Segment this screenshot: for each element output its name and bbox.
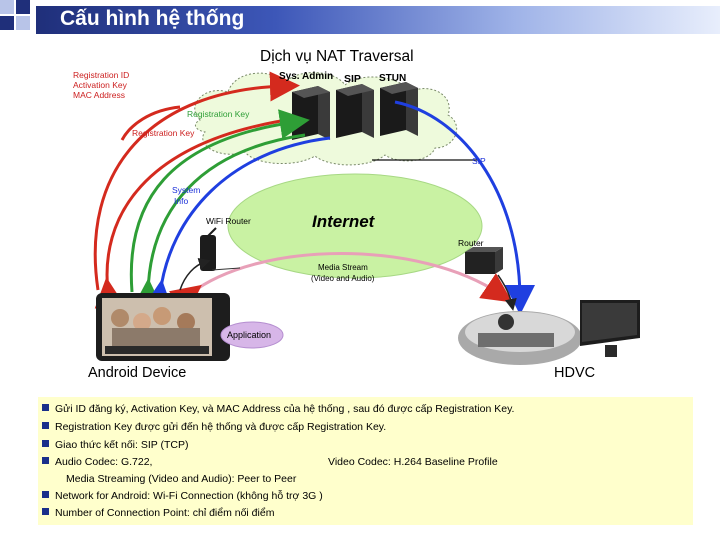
bullet-item: Media Streaming (Video and Audio): Peer … (66, 473, 297, 485)
arrow-green-outer (129, 109, 310, 293)
bullet-item: Number of Connection Point: chỉ điểm nối… (42, 507, 274, 519)
header-square-decoration (0, 0, 14, 14)
arrow-router-link (497, 274, 517, 311)
header-band (36, 6, 720, 34)
media-stream-label-1: Media Stream (318, 263, 368, 272)
bullet-item: Gửi ID đăng ký, Activation Key, và MAC A… (42, 403, 514, 415)
network-diagram (93, 71, 640, 365)
bullet-item-extra: Video Codec: H.264 Baseline Profile (328, 456, 498, 468)
bullet-square-icon (42, 457, 49, 464)
server-label-admin: Sys. Admin (279, 71, 334, 82)
service-title: Dịch vụ NAT Traversal (260, 48, 414, 65)
left-note-mac-address: MAC Address (73, 90, 125, 100)
header-square-decoration (16, 16, 30, 30)
arrow-blue-left (143, 136, 331, 311)
hdvc-label: HDVC (554, 365, 596, 381)
server-label-stun: STUN (379, 73, 407, 84)
bullet-item: Giao thức kết nối: SIP (TCP) (42, 439, 188, 451)
arrow-red-outer (93, 71, 300, 291)
application-label: Application (227, 330, 272, 340)
application-bubble (220, 321, 284, 349)
arrow-red-lower (94, 116, 301, 309)
left-note-activation-key: Activation Key (73, 80, 127, 90)
router-label: Router (458, 238, 484, 248)
header-square-decoration (0, 16, 14, 30)
bullet-square-icon (42, 422, 49, 429)
page-title: Cấu hình hệ thống (60, 7, 245, 30)
left-note-registration-id: Registration ID (73, 70, 130, 80)
bullet-square-icon (42, 440, 49, 447)
header-square-decoration (16, 0, 30, 14)
bullet-list: Gửi ID đăng ký, Activation Key, và MAC A… (38, 397, 693, 525)
arrow-blue-right (394, 100, 535, 315)
wifi-router-label: WiFi Router (206, 216, 251, 226)
bullet-square-icon (42, 404, 49, 411)
android-device-label: Android Device (88, 365, 187, 381)
bullet-item: Audio Codec: G.722, (42, 456, 152, 468)
server-label-sip: SIP (344, 73, 361, 85)
sip-label: SIP (472, 156, 486, 166)
system-info-label-1: System (172, 185, 201, 195)
bullet-square-icon (42, 508, 49, 515)
arrow-green-inner (132, 133, 306, 309)
system-info-label-2: Info (174, 196, 189, 206)
arrow-wifi-link (179, 257, 211, 291)
bullet-item: Registration Key được gửi đến hệ thống v… (42, 421, 386, 433)
reg-key-label-upper: Registration Key (187, 109, 250, 119)
media-stream-label-2: (Video and Audio) (311, 274, 375, 283)
arrow-media-stream (168, 252, 513, 316)
bullet-item: Network for Android: Wi-Fi Connection (k… (42, 490, 323, 502)
bullet-square-icon (42, 491, 49, 498)
android-device-image (96, 293, 230, 361)
server-rack (292, 82, 418, 140)
hdvc-device-image (458, 300, 640, 365)
internet-label: Internet (312, 212, 375, 231)
router-device (465, 247, 503, 274)
reg-key-label-lower: Registration Key (132, 128, 195, 138)
arrow-red-inner (120, 105, 181, 141)
